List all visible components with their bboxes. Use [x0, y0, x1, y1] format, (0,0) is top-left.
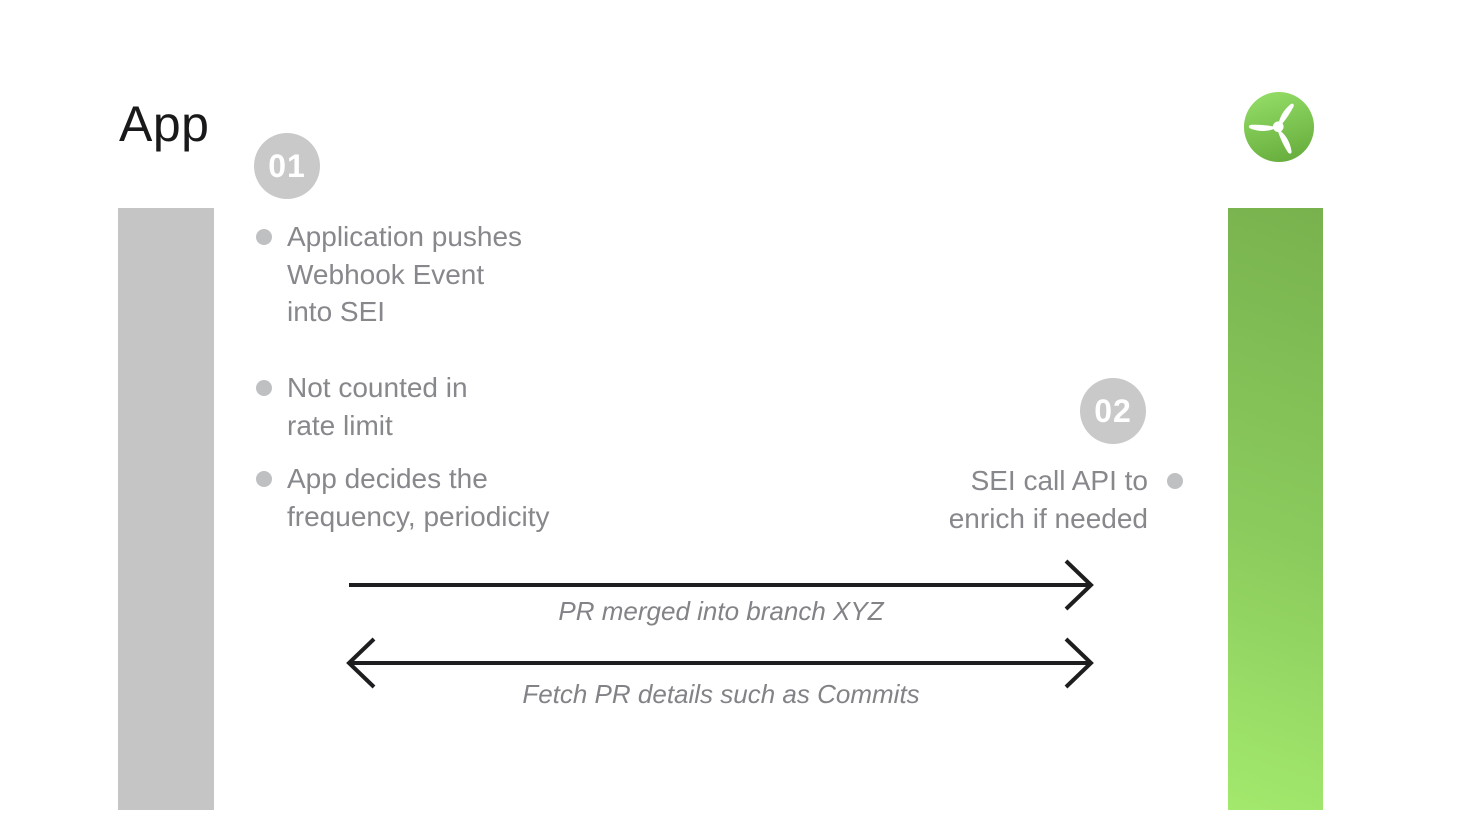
- bullet-marker: [256, 229, 272, 245]
- bullet-item-webhook: Application pushes Webhook Event into SE…: [287, 218, 522, 331]
- bullet-item-enrich: SEI call API to enrich if needed: [860, 462, 1148, 537]
- step-01-number: 01: [268, 147, 306, 184]
- app-column-bar: [118, 208, 214, 810]
- arrow-label-pr-merged: PR merged into branch XYZ: [558, 596, 884, 626]
- bullet-marker: [256, 380, 272, 396]
- step-02-number: 02: [1094, 392, 1132, 429]
- bullet-item-frequency: App decides the frequency, periodicity: [287, 460, 550, 535]
- bullet-line: App decides the: [287, 463, 488, 494]
- bullet-line: into SEI: [287, 296, 386, 327]
- bullet-line: Application pushes: [287, 221, 523, 252]
- bullet-line: enrich if needed: [948, 502, 1148, 534]
- step-01-badge: 01: [254, 133, 320, 199]
- arrow-label-fetch-details: Fetch PR details such as Commits: [522, 679, 920, 709]
- bullet-line: SEI call API to: [970, 465, 1148, 496]
- bullet-marker: [1167, 473, 1183, 489]
- bullet-item-rate-limit: Not counted in rate limit: [287, 369, 468, 444]
- bullet-line: frequency, periodicity: [287, 500, 550, 532]
- sei-column-bar: [1228, 208, 1323, 810]
- bullet-marker: [256, 471, 272, 487]
- bullet-line: Webhook Event: [287, 258, 485, 290]
- propeller-logo-icon: [1243, 91, 1315, 163]
- page-title: App: [119, 96, 210, 152]
- step-02-badge: 02: [1080, 378, 1146, 444]
- bullet-line: rate limit: [287, 409, 393, 441]
- bullet-line: Not counted in: [287, 372, 468, 403]
